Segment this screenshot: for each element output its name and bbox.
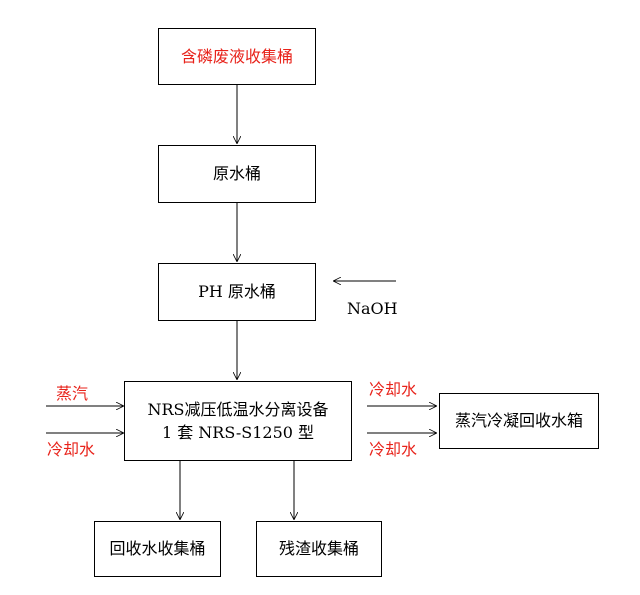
recovered-water-bucket-label: 回收水收集桶 (109, 539, 206, 559)
residue-bucket: 残渣收集桶 (256, 521, 382, 577)
residue-bucket-label: 残渣收集桶 (278, 539, 359, 559)
ph-raw-water-bucket: PH 原水桶 (158, 263, 316, 321)
steam-input-label: 蒸汽 (56, 384, 89, 403)
phosphorus-waste-bucket: 含磷废液收集桶 (158, 28, 316, 85)
cooling-water-output-bottom-label: 冷却水 (369, 440, 418, 459)
cooling-water-input-label: 冷却水 (47, 440, 96, 459)
naoh-label: NaOH (347, 299, 398, 318)
condensate-recovery-tank-label: 蒸汽冷凝回收水箱 (454, 411, 583, 431)
nrs-separator-model: 1 套 NRS-S1250 型 (161, 423, 315, 442)
nrs-separator-unit: NRS减压低温水分离设备 1 套 NRS-S1250 型 (124, 381, 352, 461)
phosphorus-waste-bucket-label: 含磷废液收集桶 (180, 46, 293, 66)
raw-water-bucket: 原水桶 (158, 145, 316, 203)
recovered-water-bucket: 回收水收集桶 (94, 521, 221, 577)
condensate-recovery-tank: 蒸汽冷凝回收水箱 (439, 393, 599, 449)
nrs-separator-name: NRS减压低温水分离设备 (147, 399, 329, 419)
raw-water-bucket-label: 原水桶 (212, 164, 261, 184)
ph-raw-water-bucket-label: PH 原水桶 (198, 282, 276, 302)
cooling-water-output-top-label: 冷却水 (369, 380, 418, 399)
